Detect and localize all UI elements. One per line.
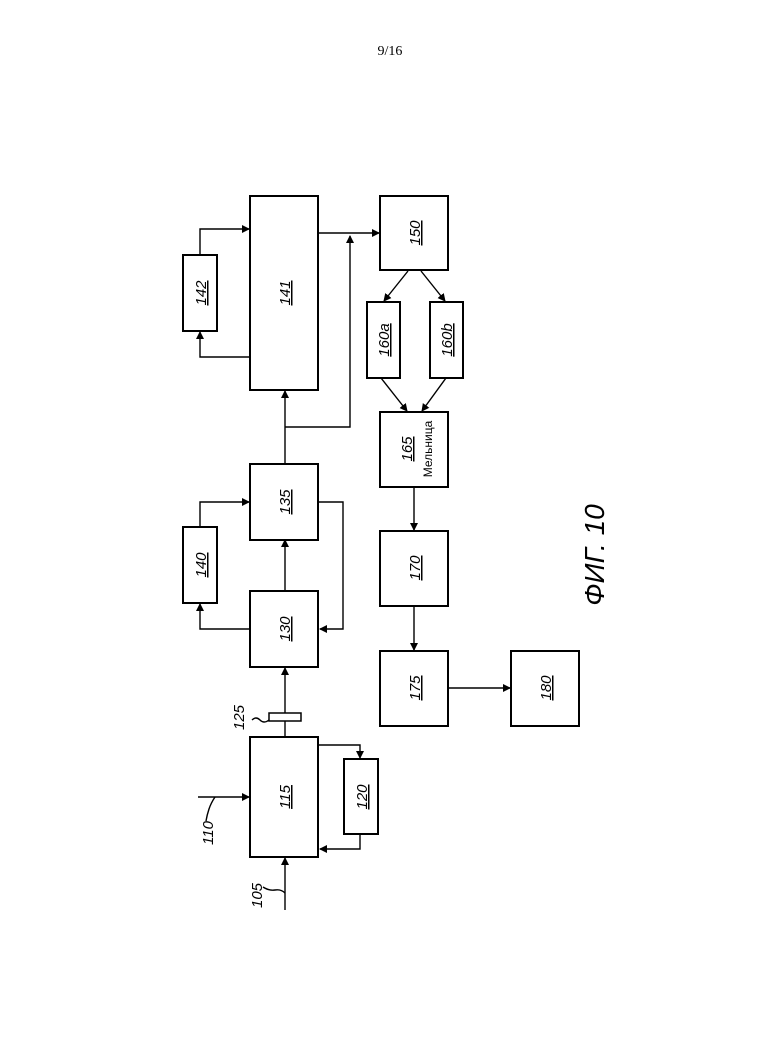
label-141: 141: [277, 280, 294, 305]
label-165: 165: [399, 436, 416, 462]
block-175: 175: [379, 650, 449, 727]
block-142: 142: [182, 254, 218, 332]
label-142: 142: [193, 280, 210, 306]
label-120: 120: [354, 784, 371, 810]
connectors: [196, 225, 511, 910]
arrow-120-to-115: [319, 834, 361, 853]
block-150: 150: [379, 195, 449, 271]
label-115: 115: [277, 784, 294, 809]
block-180: 180: [510, 650, 580, 727]
arrow-140-to-135: [199, 498, 250, 530]
block-160b: 160b: [429, 301, 464, 379]
block-120: 120: [343, 758, 379, 835]
label-170: 170: [407, 555, 424, 581]
leader-105: [262, 886, 286, 894]
ref-110: 110: [200, 820, 217, 845]
label-130: 130: [277, 616, 294, 642]
element-125: [268, 712, 302, 722]
ref-105: 105: [249, 882, 266, 908]
block-135: 135: [249, 463, 319, 541]
block-160a: 160a: [366, 301, 401, 379]
block-140: 140: [182, 526, 218, 604]
block-130: 130: [249, 590, 319, 668]
block-170: 170: [379, 530, 449, 607]
arrow-150-to-160b: [420, 270, 446, 302]
arrow-160b-to-165: [421, 377, 447, 412]
arrow-bypass-to-150: [285, 235, 354, 428]
ref-125: 125: [231, 704, 248, 730]
arrow-160a-to-165: [380, 377, 408, 412]
arrow-130-to-140: [196, 603, 250, 630]
leader-125: [251, 717, 270, 723]
arrow-141-to-142: [196, 331, 250, 358]
label-180: 180: [538, 675, 555, 701]
arrow-115-to-120: [318, 744, 364, 759]
arrow-135-to-130: [318, 501, 344, 633]
label-135: 135: [277, 489, 294, 515]
label-150: 150: [407, 220, 424, 246]
label-160b: 160b: [439, 323, 456, 356]
label-160a: 160a: [376, 323, 393, 356]
figure-caption: ФИГ. 10: [579, 504, 610, 606]
label-165-mill: Мельница: [421, 420, 435, 477]
label-175: 175: [407, 675, 424, 701]
arrow-150-to-160a: [383, 270, 409, 302]
arrow-142-to-141: [199, 225, 250, 255]
page-number: 9/16: [377, 44, 403, 59]
block-165-mill: 165 Мельница: [379, 411, 449, 488]
block-115: 115: [249, 736, 319, 858]
label-140: 140: [193, 552, 210, 578]
block-141: 141: [249, 195, 319, 391]
leader-110: [205, 796, 216, 822]
